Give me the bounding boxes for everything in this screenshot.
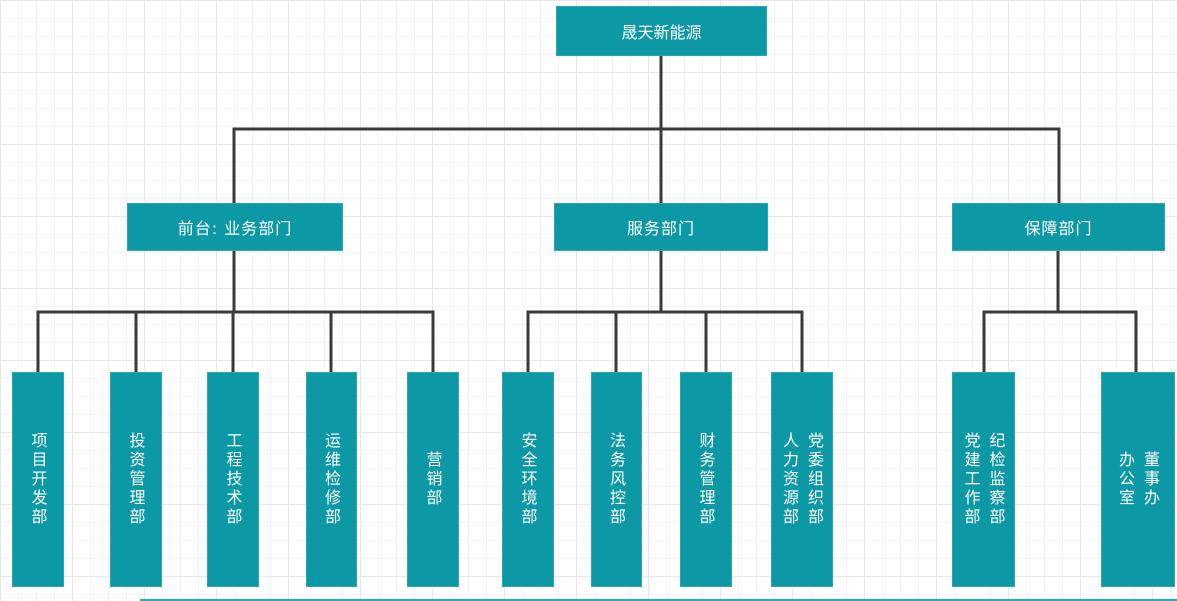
org-node-project-development-label: 项目开发部 — [28, 432, 48, 527]
org-node-marketing[interactable]: 营销部 — [407, 372, 459, 587]
org-node-legal-risk-control-label: 法务风控部 — [607, 432, 626, 527]
org-node-engineering-technology[interactable]: 工程技术部 — [207, 372, 259, 587]
org-node-om-maintenance[interactable]: 运维检修部 — [306, 372, 357, 587]
connector-business-to-leaves — [36, 249, 435, 374]
canvas-bottom-edge — [140, 599, 1177, 601]
org-node-om-maintenance-label: 运维检修部 — [322, 432, 341, 527]
org-node-investment-management[interactable]: 投资管理部 — [110, 372, 162, 587]
org-node-root-label: 晟天新能源 — [621, 23, 702, 42]
org-node-project-development[interactable]: 项目开发部 — [12, 372, 64, 587]
org-node-finance-management[interactable]: 财务管理部 — [680, 372, 732, 587]
org-node-support-label: 保障部门 — [1024, 219, 1093, 238]
org-node-finance-management-label: 财务管理部 — [696, 432, 716, 527]
org-node-board-general-office-label: 董事办 办公室 — [1116, 451, 1160, 508]
org-node-safety-environment[interactable]: 安全环境部 — [502, 372, 554, 587]
org-node-service-departments[interactable]: 服务部门 — [554, 203, 768, 251]
connector-root-to-level2 — [232, 54, 1061, 205]
connector-service-to-leaves — [526, 249, 804, 374]
org-node-board-general-office[interactable]: 董事办 办公室 — [1101, 372, 1175, 587]
org-node-party-committee-hr-label: 党委组织部 人力资源部 — [780, 432, 824, 527]
org-node-discipline-party-building-label: 纪检监察部 党建工作部 — [961, 432, 1006, 527]
org-node-legal-risk-control[interactable]: 法务风控部 — [591, 372, 642, 587]
org-node-service-label: 服务部门 — [626, 219, 695, 238]
org-node-root[interactable]: 晟天新能源 — [556, 6, 767, 56]
org-node-support-departments[interactable]: 保障部门 — [952, 203, 1165, 251]
org-node-investment-management-label: 投资管理部 — [126, 432, 146, 527]
org-node-discipline-party-building[interactable]: 纪检监察部 党建工作部 — [952, 372, 1015, 587]
org-node-business-label: 前台: 业务部门 — [177, 219, 293, 238]
org-node-business-departments[interactable]: 前台: 业务部门 — [127, 203, 343, 251]
connector-support-to-leaves — [982, 249, 1138, 374]
org-node-marketing-label: 营销部 — [423, 451, 443, 508]
org-node-safety-environment-label: 安全环境部 — [518, 432, 538, 527]
org-node-engineering-technology-label: 工程技术部 — [223, 432, 243, 527]
org-node-party-committee-hr[interactable]: 党委组织部 人力资源部 — [771, 372, 833, 587]
